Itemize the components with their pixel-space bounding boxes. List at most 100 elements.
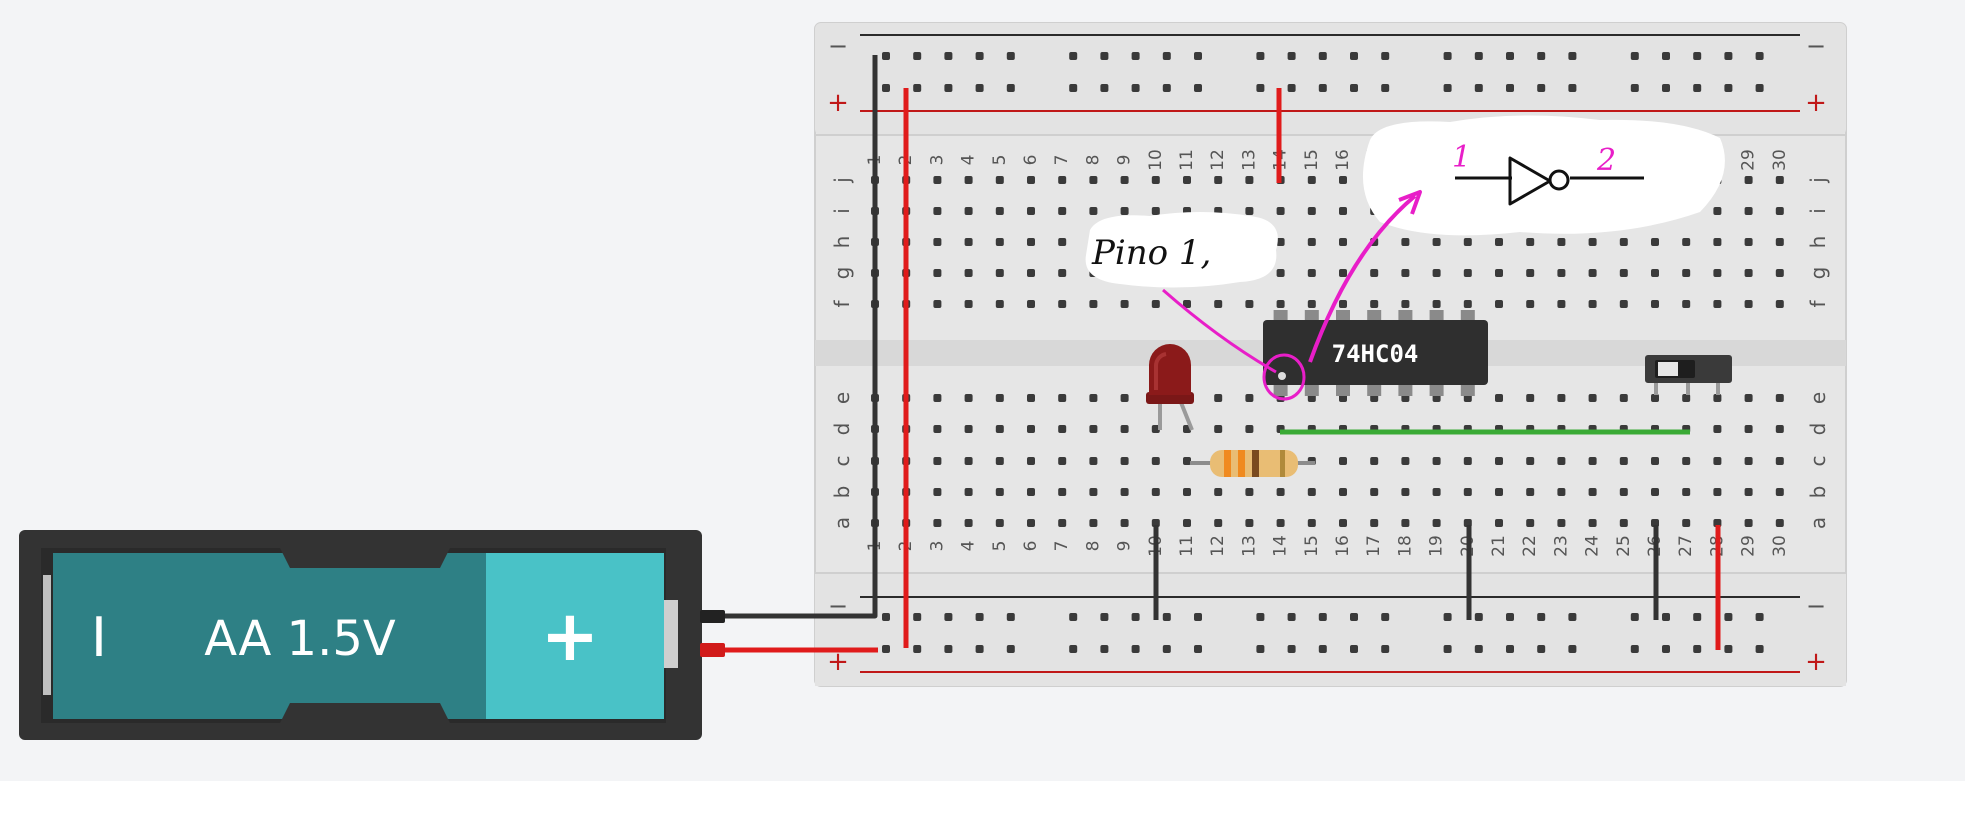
breadboard-hole[interactable]: [1776, 300, 1784, 308]
breadboard-hole[interactable]: [1495, 519, 1503, 527]
breadboard-hole[interactable]: [996, 457, 1004, 465]
breadboard-hole[interactable]: [1027, 176, 1035, 184]
breadboard-hole[interactable]: [1027, 238, 1035, 246]
breadboard-hole[interactable]: [1277, 300, 1285, 308]
breadboard-hole[interactable]: [996, 488, 1004, 496]
breadboard-hole[interactable]: [1027, 269, 1035, 277]
breadboard-hole[interactable]: [1506, 84, 1514, 92]
breadboard-hole[interactable]: [996, 519, 1004, 527]
breadboard-hole[interactable]: [1245, 488, 1253, 496]
breadboard-hole[interactable]: [1693, 645, 1701, 653]
breadboard-hole[interactable]: [1089, 207, 1097, 215]
breadboard-hole[interactable]: [1526, 488, 1534, 496]
breadboard-hole[interactable]: [1308, 519, 1316, 527]
breadboard-hole[interactable]: [996, 394, 1004, 402]
breadboard-hole[interactable]: [1100, 52, 1108, 60]
breadboard-hole[interactable]: [976, 52, 984, 60]
breadboard-hole[interactable]: [1713, 238, 1721, 246]
breadboard-hole[interactable]: [1214, 519, 1222, 527]
breadboard-hole[interactable]: [1713, 269, 1721, 277]
breadboard-hole[interactable]: [1682, 300, 1690, 308]
breadboard-hole[interactable]: [1682, 269, 1690, 277]
breadboard-hole[interactable]: [1163, 84, 1171, 92]
breadboard-hole[interactable]: [1370, 457, 1378, 465]
breadboard-hole[interactable]: [1537, 84, 1545, 92]
breadboard-hole[interactable]: [1163, 52, 1171, 60]
breadboard-hole[interactable]: [933, 519, 941, 527]
breadboard-hole[interactable]: [1693, 84, 1701, 92]
breadboard-hole[interactable]: [1152, 176, 1160, 184]
breadboard-hole[interactable]: [1245, 519, 1253, 527]
breadboard-hole[interactable]: [1662, 52, 1670, 60]
breadboard-hole[interactable]: [1724, 84, 1732, 92]
breadboard-hole[interactable]: [1194, 52, 1202, 60]
breadboard-hole[interactable]: [1776, 394, 1784, 402]
breadboard-hole[interactable]: [996, 269, 1004, 277]
breadboard-hole[interactable]: [1339, 488, 1347, 496]
breadboard-hole[interactable]: [1121, 207, 1129, 215]
breadboard-hole[interactable]: [1256, 613, 1264, 621]
breadboard-hole[interactable]: [1557, 269, 1565, 277]
breadboard-hole[interactable]: [933, 238, 941, 246]
breadboard-hole[interactable]: [965, 394, 973, 402]
breadboard-hole[interactable]: [1007, 84, 1015, 92]
breadboard-hole[interactable]: [1495, 300, 1503, 308]
breadboard-hole[interactable]: [1537, 613, 1545, 621]
breadboard-hole[interactable]: [1058, 238, 1066, 246]
breadboard-hole[interactable]: [913, 645, 921, 653]
breadboard-hole[interactable]: [1475, 613, 1483, 621]
breadboard-hole[interactable]: [1350, 84, 1358, 92]
breadboard-hole[interactable]: [933, 269, 941, 277]
breadboard-hole[interactable]: [1651, 269, 1659, 277]
breadboard-hole[interactable]: [1058, 176, 1066, 184]
breadboard-hole[interactable]: [882, 52, 890, 60]
breadboard-hole[interactable]: [1350, 52, 1358, 60]
breadboard-hole[interactable]: [1089, 394, 1097, 402]
breadboard-hole[interactable]: [965, 300, 973, 308]
breadboard-hole[interactable]: [1319, 645, 1327, 653]
breadboard-hole[interactable]: [1495, 457, 1503, 465]
breadboard-hole[interactable]: [1557, 519, 1565, 527]
breadboard-hole[interactable]: [1557, 488, 1565, 496]
breadboard-hole[interactable]: [1589, 457, 1597, 465]
breadboard-hole[interactable]: [1724, 645, 1732, 653]
breadboard-hole[interactable]: [1245, 207, 1253, 215]
breadboard-hole[interactable]: [1100, 84, 1108, 92]
breadboard-hole[interactable]: [1152, 457, 1160, 465]
breadboard-hole[interactable]: [1475, 52, 1483, 60]
breadboard-hole[interactable]: [1089, 519, 1097, 527]
breadboard-hole[interactable]: [1152, 300, 1160, 308]
breadboard-hole[interactable]: [976, 84, 984, 92]
breadboard-hole[interactable]: [1308, 207, 1316, 215]
breadboard-hole[interactable]: [1339, 457, 1347, 465]
breadboard-hole[interactable]: [1745, 176, 1753, 184]
breadboard-hole[interactable]: [1745, 519, 1753, 527]
breadboard-hole[interactable]: [1537, 52, 1545, 60]
breadboard-hole[interactable]: [1132, 645, 1140, 653]
breadboard-hole[interactable]: [944, 613, 952, 621]
breadboard-hole[interactable]: [1027, 488, 1035, 496]
breadboard-hole[interactable]: [1713, 300, 1721, 308]
breadboard-hole[interactable]: [1058, 269, 1066, 277]
breadboard-hole[interactable]: [1089, 300, 1097, 308]
breadboard-hole[interactable]: [1756, 613, 1764, 621]
breadboard-hole[interactable]: [1662, 84, 1670, 92]
breadboard-hole[interactable]: [1308, 488, 1316, 496]
breadboard-hole[interactable]: [1058, 519, 1066, 527]
breadboard-hole[interactable]: [1745, 394, 1753, 402]
breadboard-hole[interactable]: [1475, 645, 1483, 653]
breadboard-hole[interactable]: [944, 645, 952, 653]
breadboard-hole[interactable]: [1089, 176, 1097, 184]
breadboard-hole[interactable]: [1631, 52, 1639, 60]
breadboard-hole[interactable]: [1401, 238, 1409, 246]
breadboard-hole[interactable]: [1651, 300, 1659, 308]
breadboard-hole[interactable]: [1308, 269, 1316, 277]
breadboard-hole[interactable]: [1401, 519, 1409, 527]
breadboard-hole[interactable]: [944, 52, 952, 60]
breadboard-hole[interactable]: [1444, 84, 1452, 92]
breadboard-hole[interactable]: [996, 425, 1004, 433]
breadboard-hole[interactable]: [1464, 300, 1472, 308]
breadboard-hole[interactable]: [1381, 645, 1389, 653]
breadboard-hole[interactable]: [1288, 84, 1296, 92]
breadboard-hole[interactable]: [965, 238, 973, 246]
